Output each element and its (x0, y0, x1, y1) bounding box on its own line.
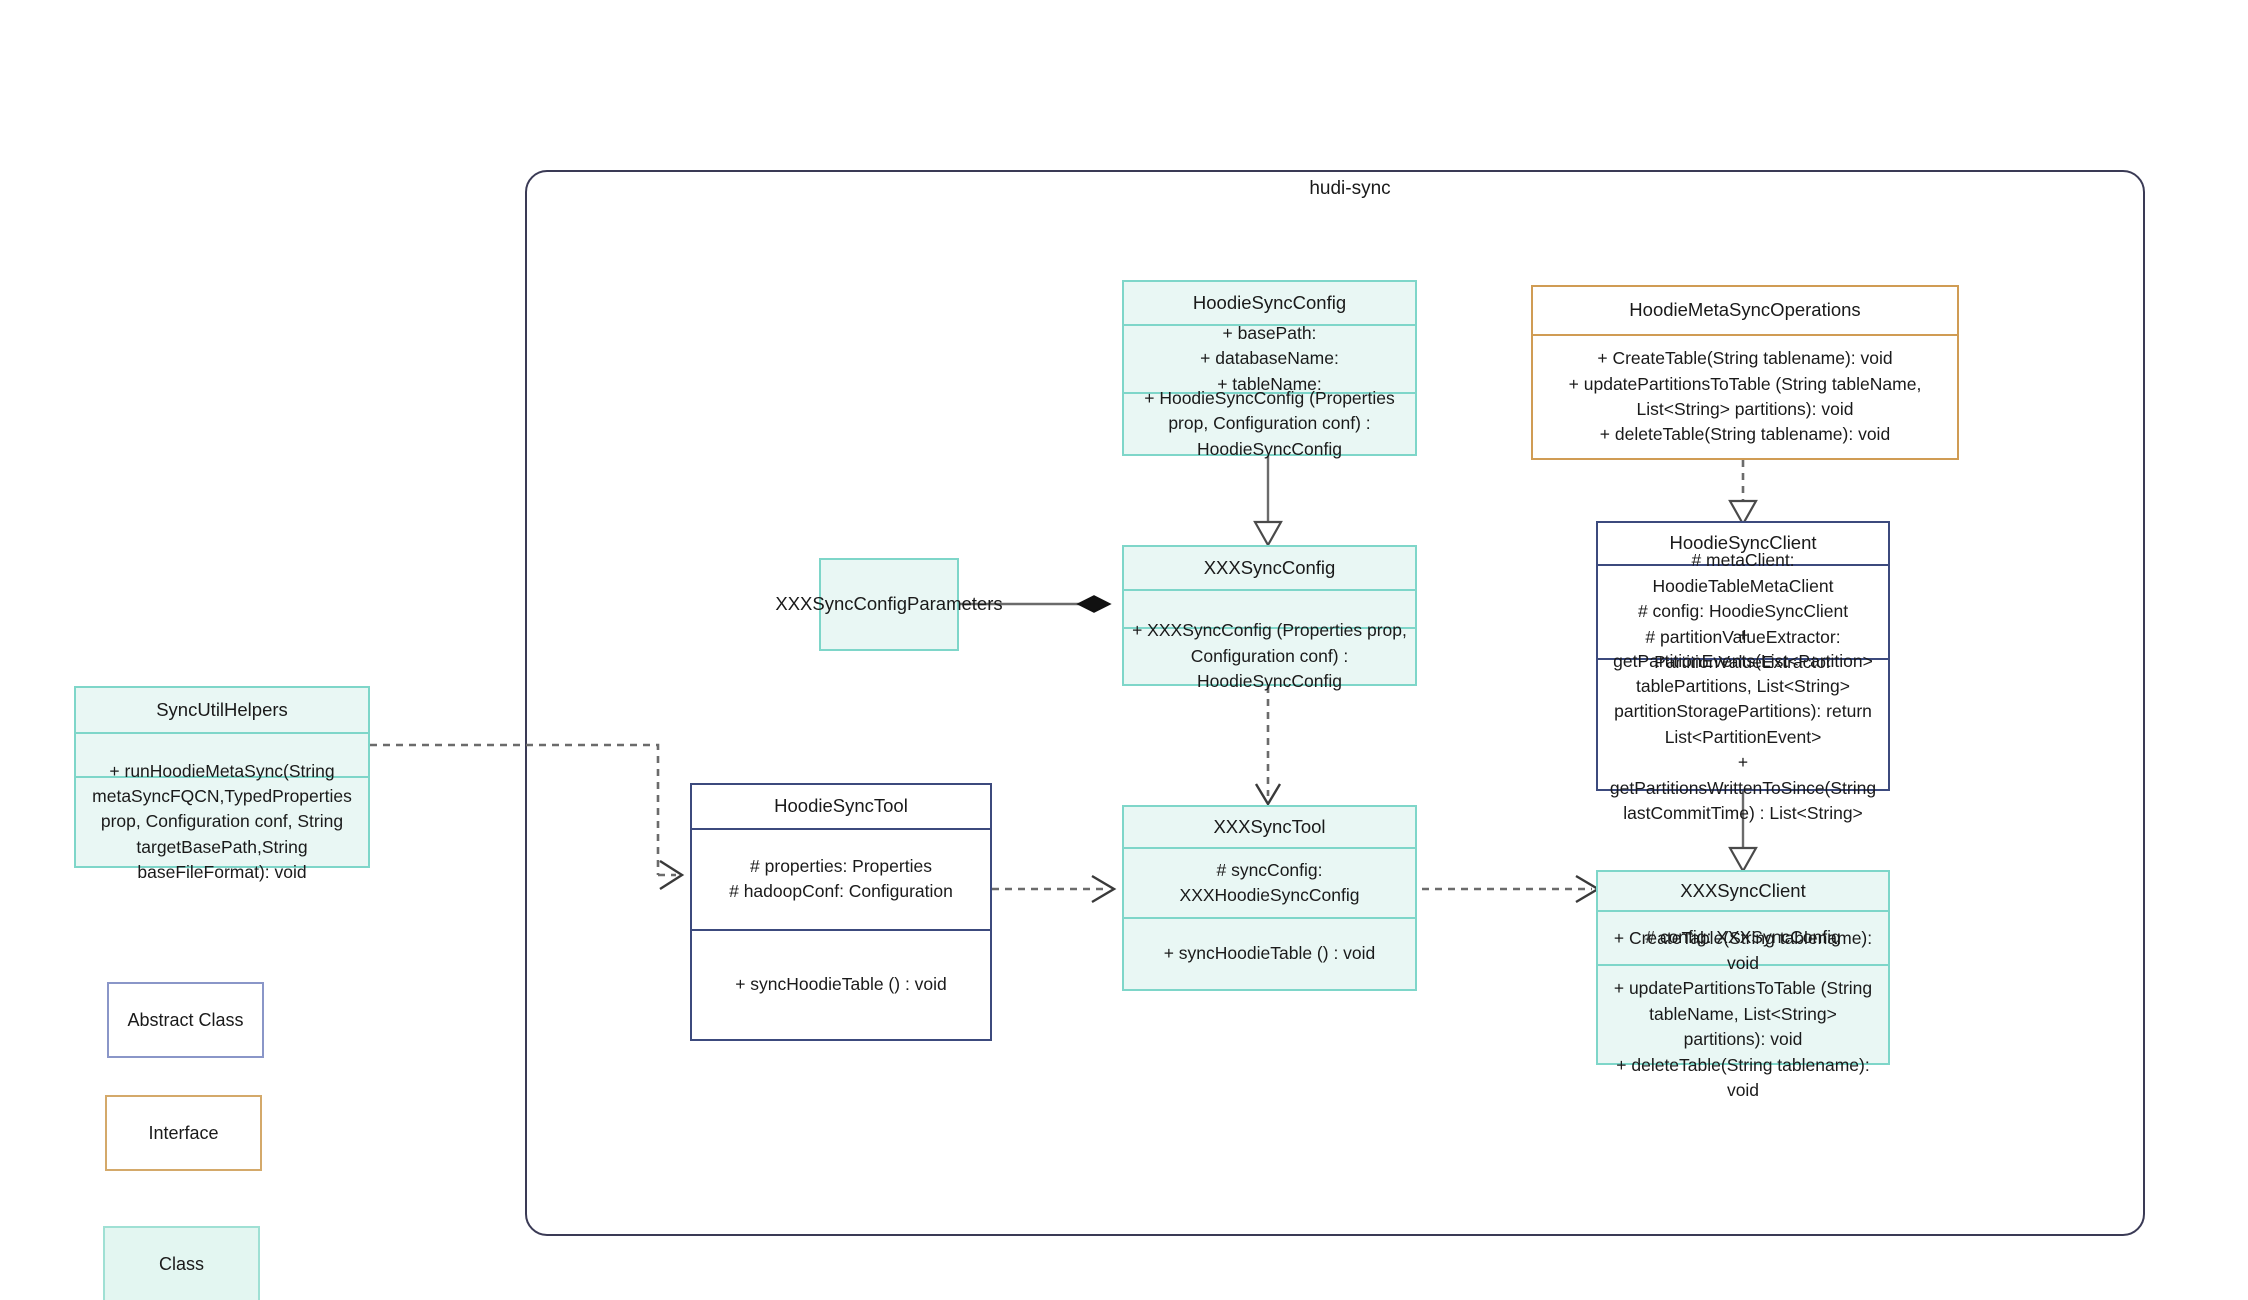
class-name-xxx-sync-config: XXXSyncConfig (1203, 556, 1336, 578)
class-attributes-xxx-sync-tool: # syncConfig: XXXHoodieSyncConfig (1124, 847, 1415, 917)
class-attributes-hoodie-sync-config: + basePath: + databaseName: + tableName: (1124, 323, 1415, 394)
class-name-hoodie-meta-sync-operations: HoodieMetaSyncOperations (1629, 299, 1861, 321)
legend-class-label: Class (158, 1253, 204, 1274)
legend-interface-label: Interface (148, 1122, 219, 1143)
class-box-hoodie-sync-config[interactable]: HoodieSyncConfig + basePath: + databaseN… (1122, 280, 1417, 459)
class-methods-xxx-sync-config: + XXXSyncConfig (Properties prop, Config… (1124, 620, 1415, 691)
class-methods-xxx-sync-client: + CreateTable(String tablename): void + … (1598, 928, 1888, 1100)
class-methods-sync-util-helpers: + runHoodieMetaSync(String metaSyncFQCN,… (76, 761, 368, 882)
class-box-sync-util-helpers[interactable]: SyncUtilHelpers + runHoodieMetaSync(Stri… (74, 686, 370, 882)
class-methods-xxx-sync-tool: + syncHoodieTable () : void (1124, 917, 1415, 989)
class-box-xxx-sync-config-parameters[interactable]: XXXSyncConfigParameters (775, 558, 1003, 651)
class-methods-hoodie-sync-tool: + syncHoodieTable () : void (692, 928, 990, 1039)
class-name-sync-util-helpers: SyncUtilHelpers (156, 698, 288, 720)
class-box-xxx-sync-client[interactable]: XXXSyncClient # config: XXXSyncConfig + … (1596, 870, 1890, 1100)
class-box-hoodie-sync-client[interactable]: HoodieSyncClient # metaClient: HoodieTab… (1596, 521, 1890, 823)
class-name-xxx-sync-client: XXXSyncClient (1680, 879, 1806, 901)
class-methods-hoodie-meta-sync-operations: + CreateTable(String tablename): void + … (1533, 334, 1957, 458)
class-box-xxx-sync-tool[interactable]: XXXSyncTool # syncConfig: XXXHoodieSyncC… (1122, 805, 1417, 991)
legend-abstract-class-label: Abstract Class (127, 1009, 244, 1030)
legend-class: Class (103, 1226, 260, 1300)
package-title: hudi-sync (1309, 178, 1391, 199)
class-attributes-xxx-sync-config (1124, 589, 1415, 627)
class-box-xxx-sync-config[interactable]: XXXSyncConfig + XXXSyncConfig (Propertie… (1122, 545, 1417, 691)
package-container-hudi-sync (525, 170, 2145, 1236)
class-name-xxx-sync-tool: XXXSyncTool (1213, 815, 1326, 837)
class-attributes-hoodie-sync-tool: # properties: Properties # hadoopConf: C… (692, 827, 990, 929)
class-box-hoodie-sync-tool[interactable]: HoodieSyncTool # properties: Properties … (690, 783, 992, 1041)
class-methods-hoodie-sync-client: + getPartitionEvents(List<Partition> tab… (1598, 625, 1888, 823)
class-attributes-sync-util-helpers (76, 732, 368, 776)
legend-abstract-class: Abstract Class (107, 982, 264, 1058)
class-name-hoodie-sync-config: HoodieSyncConfig (1192, 291, 1347, 313)
legend-interface: Interface (105, 1095, 262, 1171)
class-name-hoodie-sync-tool: HoodieSyncTool (774, 794, 908, 816)
class-name-xxx-sync-config-parameters: XXXSyncConfigParameters (775, 593, 1003, 615)
class-methods-hoodie-sync-config: + HoodieSyncConfig (Properties prop, Con… (1124, 388, 1415, 459)
class-name-hoodie-sync-client: HoodieSyncClient (1669, 532, 1817, 553)
class-attributes-xxx-sync-client: # config: XXXSyncConfig (1598, 910, 1888, 964)
class-box-hoodie-meta-sync-operations[interactable]: HoodieMetaSyncOperations + CreateTable(S… (1531, 285, 1959, 460)
